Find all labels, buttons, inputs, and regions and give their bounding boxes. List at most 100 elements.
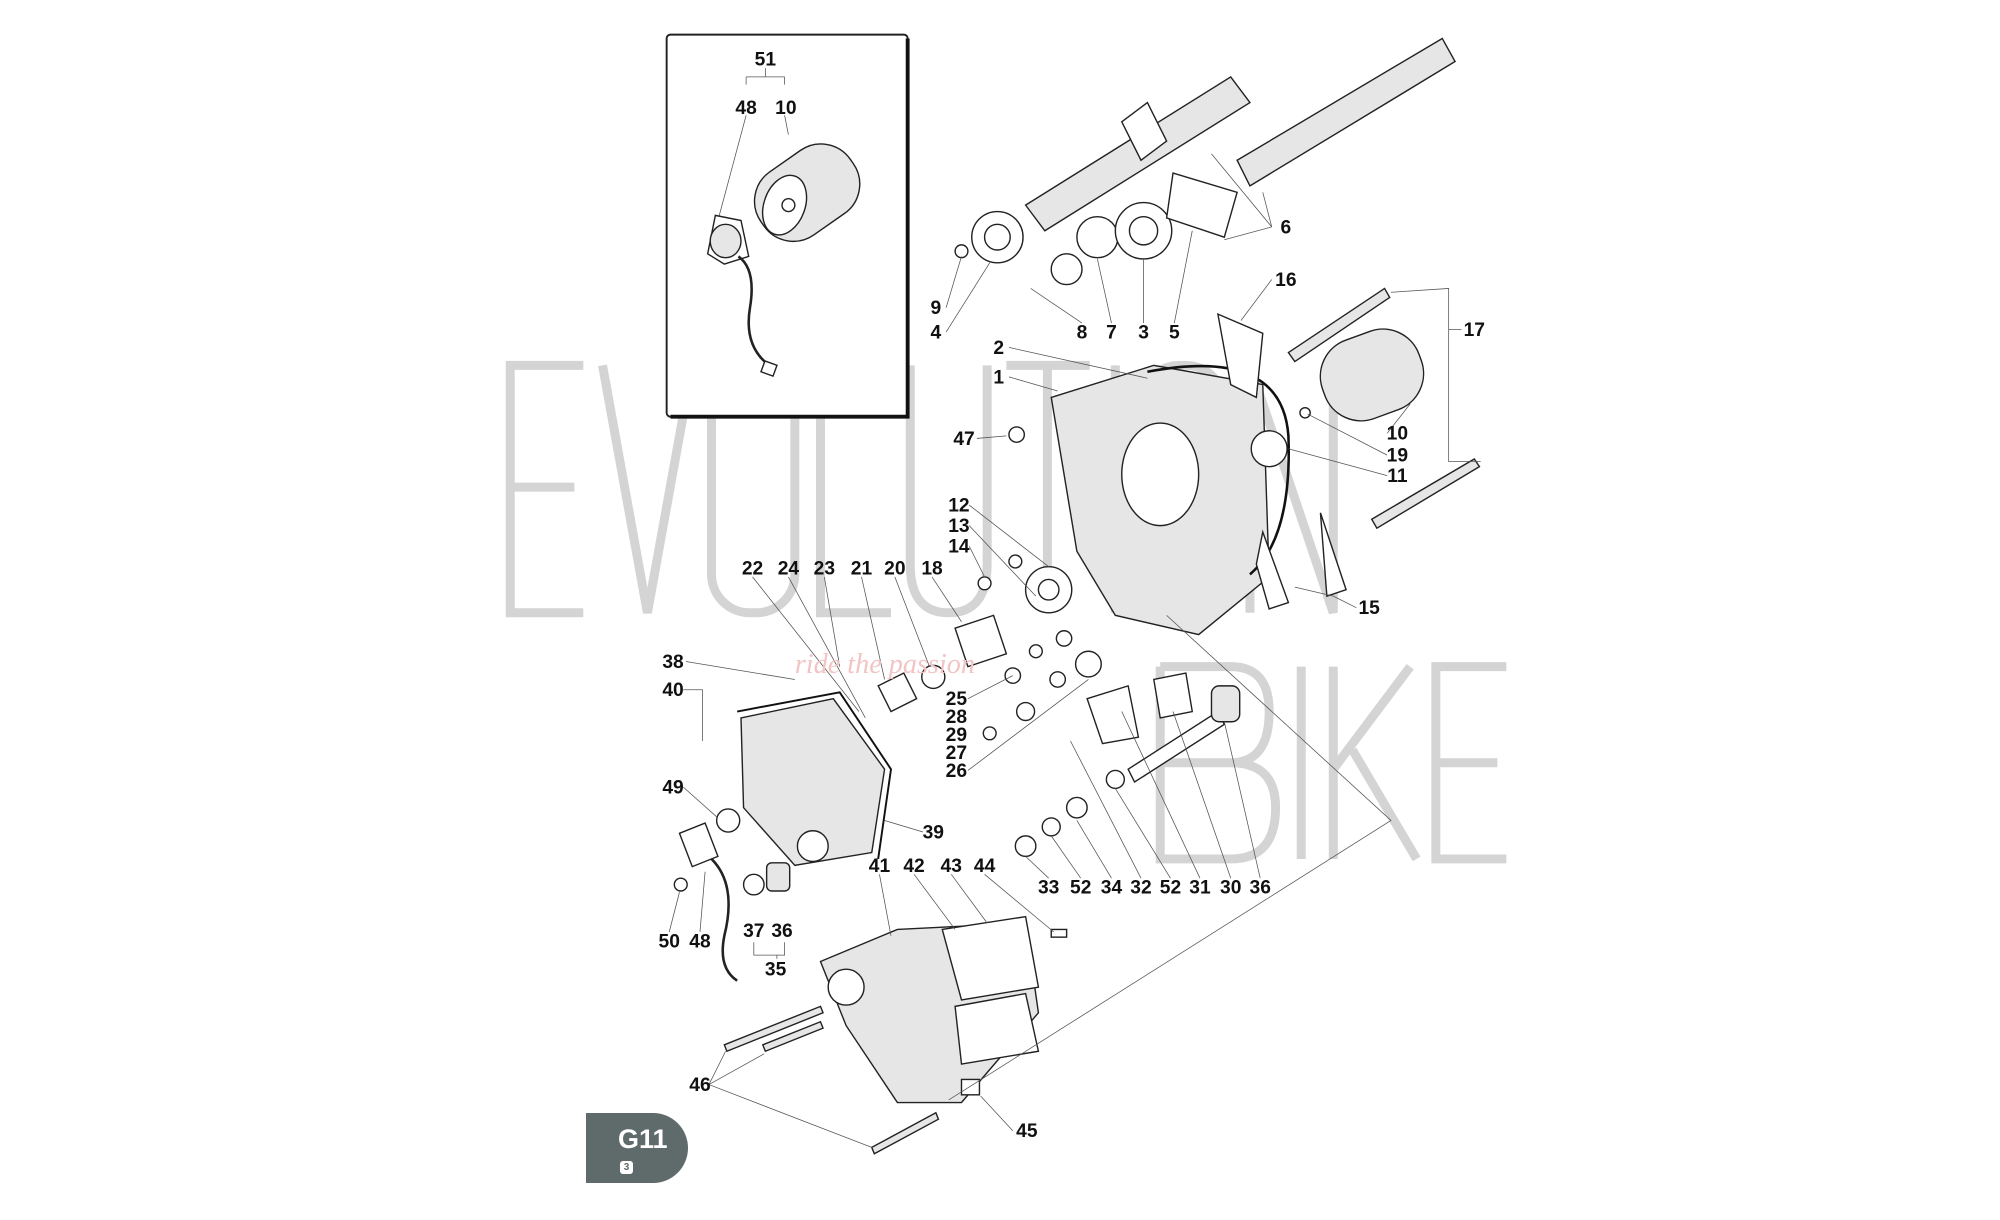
- label-23: 23: [814, 558, 835, 579]
- page-badge: G11 3: [586, 1113, 688, 1183]
- crankcase-cover-1: [1050, 364, 1291, 636]
- bearing-36b: [765, 862, 791, 892]
- washer-37: [742, 873, 765, 896]
- parts: [673, 37, 1481, 1155]
- screw: [1028, 644, 1043, 659]
- bearing-3-bore: [1128, 215, 1159, 246]
- watermark: [505, 360, 1507, 864]
- label-52b: 52: [1160, 878, 1181, 899]
- screw-44: [1050, 928, 1068, 938]
- label-36b: 36: [771, 921, 792, 942]
- label-18: 18: [921, 558, 943, 579]
- pump-18: [954, 614, 1008, 668]
- secondary-shaft: [1236, 37, 1457, 187]
- label-7: 7: [1106, 322, 1117, 343]
- badge-code: G11: [618, 1124, 668, 1154]
- label-31: 31: [1189, 878, 1211, 899]
- label-43: 43: [941, 856, 962, 877]
- circlip-8: [1050, 253, 1083, 286]
- rod-17a: [1287, 287, 1391, 363]
- label-26: 26: [946, 761, 967, 782]
- label-49: 49: [662, 778, 683, 799]
- rod-17b: [1370, 458, 1481, 530]
- label-19: 19: [1387, 446, 1408, 467]
- label-9: 9: [931, 298, 942, 319]
- washer: [1055, 630, 1073, 647]
- label-33: 33: [1038, 878, 1059, 899]
- leader-lines: [668, 153, 1481, 1148]
- gear-sensor: [706, 214, 778, 378]
- screw-27: [982, 726, 997, 741]
- label-12: 12: [948, 496, 969, 517]
- label-30: 30: [1220, 878, 1241, 899]
- oring-49: [715, 808, 741, 833]
- spring: [1074, 650, 1102, 678]
- primary-shaft: [1024, 75, 1251, 232]
- rotor-21: [877, 672, 918, 713]
- label-48b: 48: [689, 931, 711, 952]
- fork-16: [1216, 312, 1264, 399]
- label-48: 48: [735, 98, 757, 119]
- washer-52: [1041, 817, 1061, 837]
- label-47: 47: [953, 429, 974, 450]
- label-14: 14: [948, 537, 970, 558]
- shaft-30: [1127, 672, 1226, 784]
- screw-14: [977, 576, 992, 591]
- label-8: 8: [1077, 322, 1088, 343]
- sensor-cable: [710, 858, 738, 982]
- label-1: 1: [993, 367, 1004, 388]
- part-labels: 6 16 17 9 4 8 7 3 5 2 1 47 10 19 11 12 1…: [659, 217, 1485, 1142]
- forks-15: [1255, 512, 1347, 610]
- washer-33: [1014, 835, 1037, 858]
- sensor-48: [678, 822, 719, 868]
- ring-7: [1076, 215, 1119, 259]
- bearing-36: [1210, 685, 1241, 723]
- label-22: 22: [742, 558, 763, 579]
- label-32: 32: [1130, 878, 1151, 899]
- cover-39: [736, 691, 892, 867]
- label-25: 25: [946, 689, 968, 710]
- label-15: 15: [1358, 598, 1380, 619]
- label-3: 3: [1138, 322, 1149, 343]
- plate-5: [1165, 172, 1238, 239]
- label-13: 13: [948, 516, 969, 537]
- label-27: 27: [946, 743, 967, 764]
- label-44: 44: [974, 856, 996, 877]
- label-39: 39: [923, 822, 944, 843]
- label-16: 16: [1275, 270, 1296, 291]
- spring-34: [1065, 796, 1088, 819]
- label-46: 46: [689, 1075, 710, 1096]
- label-51: 51: [755, 49, 777, 70]
- label-52a: 52: [1070, 878, 1091, 899]
- drum-10: [1319, 328, 1425, 422]
- cover-41: [819, 915, 1040, 1104]
- label-6: 6: [1280, 217, 1291, 238]
- pin-19: [1299, 406, 1311, 419]
- label-2: 2: [993, 338, 1004, 359]
- plate-31: [1086, 684, 1140, 745]
- label-21: 21: [851, 558, 873, 579]
- label-37: 37: [743, 921, 764, 942]
- label-42: 42: [903, 856, 924, 877]
- label-45: 45: [1016, 1121, 1038, 1142]
- ring-20: [921, 664, 946, 690]
- assembly-line: [948, 615, 1392, 1101]
- label-41: 41: [869, 856, 891, 877]
- label-38: 38: [662, 652, 684, 673]
- washer-13: [1008, 554, 1023, 569]
- label-24: 24: [778, 558, 800, 579]
- label-34: 34: [1101, 878, 1123, 899]
- inset-box-kit-51: 51 48 10: [665, 33, 910, 419]
- bearing-4-bore: [983, 223, 1011, 251]
- label-17: 17: [1464, 320, 1485, 341]
- lever-29: [1015, 701, 1036, 722]
- label-10b: 10: [1387, 424, 1408, 445]
- washer-28: [1049, 671, 1067, 688]
- washer-32: [1105, 769, 1126, 790]
- label-35: 35: [765, 960, 787, 981]
- seal-12-bore: [1037, 578, 1060, 601]
- label-20: 20: [884, 558, 905, 579]
- label-36a: 36: [1250, 878, 1271, 899]
- label-50: 50: [659, 931, 680, 952]
- bolts-46: [723, 1005, 940, 1155]
